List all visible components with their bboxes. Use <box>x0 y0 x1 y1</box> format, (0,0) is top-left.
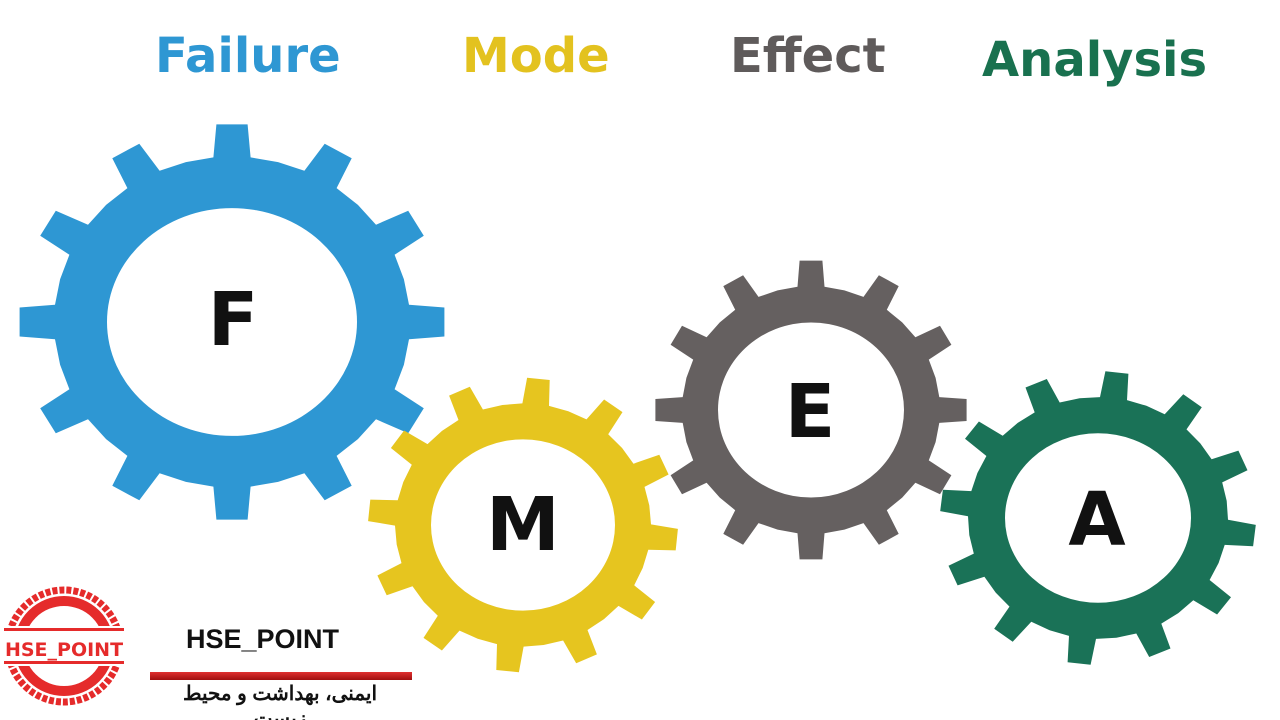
gear-a <box>940 371 1256 665</box>
gear-letter-e: E <box>784 369 836 455</box>
gear-e <box>655 260 967 560</box>
title-word-mode: Mode <box>462 28 610 84</box>
brand-name: HSE_POINT <box>186 624 340 654</box>
logo-text: HSE_POINT <box>5 639 123 661</box>
title-word-analysis: Analysis <box>982 32 1208 88</box>
brand-divider <box>150 672 412 680</box>
gear-letter-a: A <box>1068 477 1126 563</box>
gear-f <box>19 124 445 520</box>
gear-letter-f: F <box>207 277 259 363</box>
title-word-failure: Failure <box>155 28 341 84</box>
hse-point-logo: HSE_POINT <box>4 586 124 706</box>
gear-letter-m: M <box>486 482 560 568</box>
title-word-effect: Effect <box>730 28 886 84</box>
gear-m <box>368 377 678 673</box>
brand-tagline: ایمنی، بهداشت و محیط زیست <box>182 683 378 720</box>
